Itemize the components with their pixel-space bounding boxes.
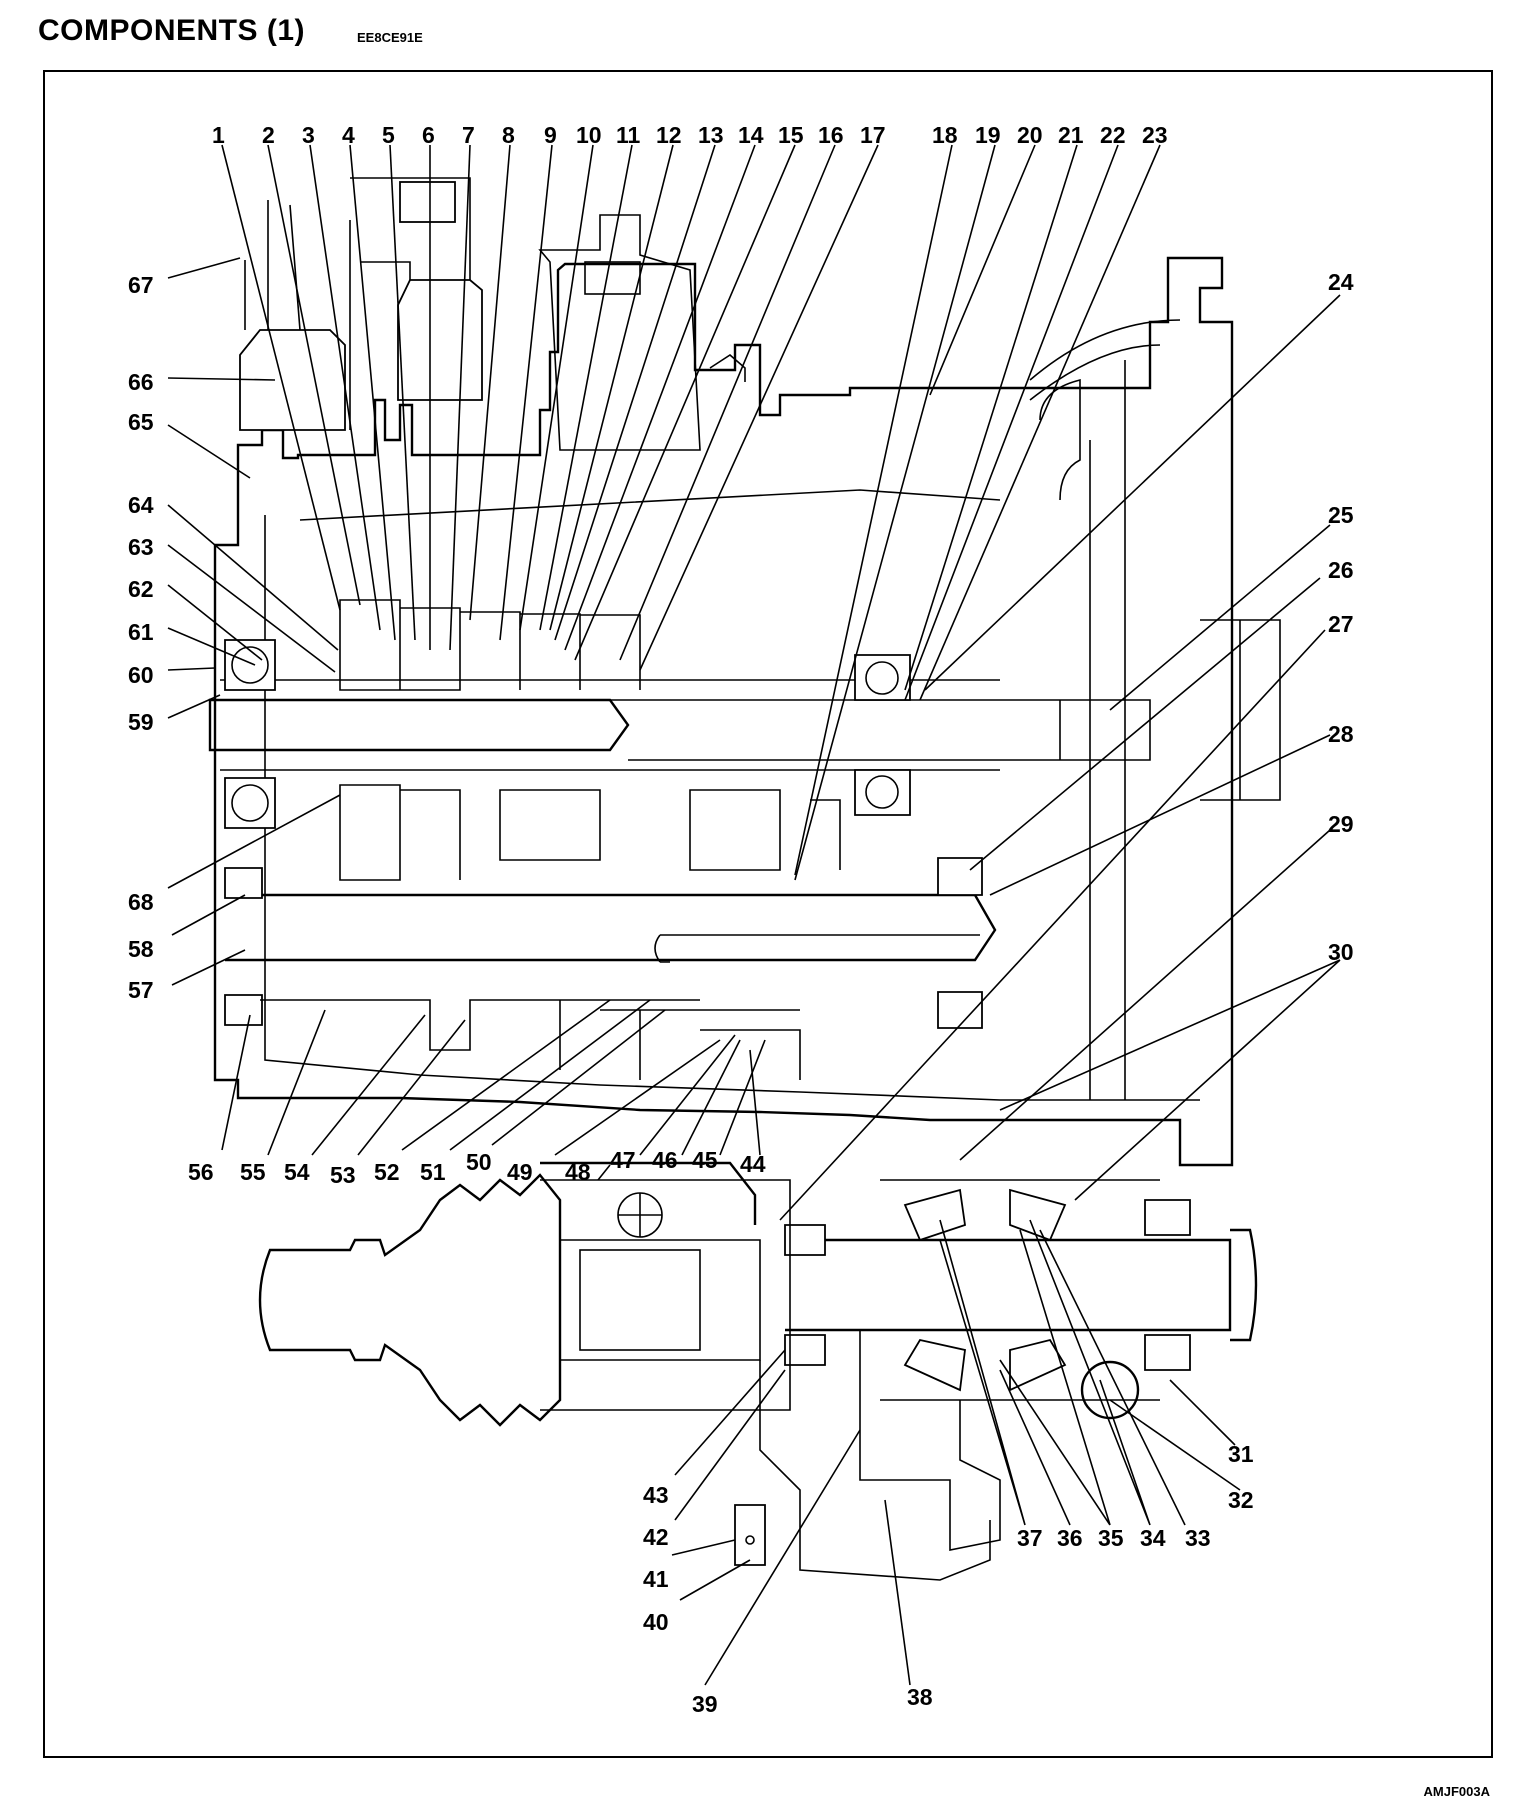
callout-6: 6	[422, 122, 435, 148]
callout-40: 40	[643, 1609, 669, 1635]
callout-57: 57	[128, 977, 154, 1003]
drive-shaft-cv-joint	[258, 1161, 791, 1427]
callout-61: 61	[128, 619, 154, 645]
callout-45: 45	[692, 1147, 718, 1173]
callout-43: 43	[643, 1482, 669, 1508]
callout-22: 22	[1100, 122, 1126, 148]
callout-51: 51	[420, 1159, 446, 1185]
callout-63: 63	[128, 534, 154, 560]
leader-lines	[167, 144, 1341, 1686]
callout-labels: 1 2 3 4 5 6 7 8 9 10 11 12 13 14 15 16 1…	[128, 122, 1354, 1717]
callout-42: 42	[643, 1524, 669, 1550]
callout-32: 32	[1228, 1487, 1254, 1513]
callout-29: 29	[1328, 811, 1354, 837]
callout-9: 9	[544, 122, 557, 148]
callout-50: 50	[466, 1149, 492, 1175]
callout-38: 38	[907, 1684, 933, 1710]
callout-56: 56	[188, 1159, 214, 1185]
callout-14: 14	[738, 122, 764, 148]
callout-36: 36	[1057, 1525, 1083, 1551]
callout-46: 46	[652, 1147, 678, 1173]
callout-21: 21	[1058, 122, 1084, 148]
callout-5: 5	[382, 122, 395, 148]
callout-27: 27	[1328, 611, 1354, 637]
gear-clusters-upper	[339, 599, 841, 881]
callout-25: 25	[1328, 502, 1354, 528]
callout-49: 49	[507, 1159, 533, 1185]
callout-24: 24	[1328, 269, 1354, 295]
callout-55: 55	[240, 1159, 266, 1185]
callout-65: 65	[128, 409, 154, 435]
callout-4: 4	[342, 122, 355, 148]
callout-1: 1	[212, 122, 225, 148]
callout-20: 20	[1017, 122, 1043, 148]
callout-11: 11	[616, 122, 641, 148]
callout-41: 41	[643, 1566, 669, 1592]
callout-23: 23	[1142, 122, 1168, 148]
callout-44: 44	[740, 1151, 766, 1177]
callout-64: 64	[128, 492, 154, 518]
callout-13: 13	[698, 122, 724, 148]
callout-16: 16	[818, 122, 844, 148]
callout-60: 60	[128, 662, 154, 688]
housing-outline	[213, 256, 1234, 1167]
callout-66: 66	[128, 369, 154, 395]
callout-37: 37	[1017, 1525, 1043, 1551]
callout-34: 34	[1140, 1525, 1166, 1551]
callout-47: 47	[610, 1147, 636, 1173]
callout-67: 67	[128, 272, 154, 298]
section-code: EE8CE91E	[357, 30, 423, 45]
callout-8: 8	[502, 122, 515, 148]
shifter-assembly	[239, 177, 746, 451]
input-shaft	[208, 619, 1281, 829]
callout-54: 54	[284, 1159, 310, 1185]
callout-12: 12	[656, 122, 682, 148]
differential	[759, 1179, 1258, 1581]
diagram-frame	[43, 70, 1493, 1758]
callout-2: 2	[262, 122, 275, 148]
callout-28: 28	[1328, 721, 1354, 747]
callout-58: 58	[128, 936, 154, 962]
callout-3: 3	[302, 122, 315, 148]
callout-10: 10	[576, 122, 602, 148]
callout-17: 17	[860, 122, 886, 148]
callout-33: 33	[1185, 1525, 1211, 1551]
page-title: COMPONENTS (1)	[38, 14, 306, 47]
callout-31: 31	[1228, 1441, 1254, 1467]
callout-48: 48	[565, 1159, 591, 1185]
countershaft	[224, 857, 997, 1080]
callout-39: 39	[692, 1691, 718, 1717]
callout-18: 18	[932, 122, 958, 148]
callout-35: 35	[1098, 1525, 1124, 1551]
callout-53: 53	[330, 1162, 356, 1188]
callout-30: 30	[1328, 939, 1354, 965]
figure-id: AMJF003A	[1423, 1784, 1490, 1799]
callout-19: 19	[975, 122, 1001, 148]
callout-52: 52	[374, 1159, 400, 1185]
callout-7: 7	[462, 122, 475, 148]
speedometer-gear	[734, 1504, 766, 1566]
callout-62: 62	[128, 576, 154, 602]
callout-15: 15	[778, 122, 804, 148]
callout-68: 68	[128, 889, 154, 915]
callout-59: 59	[128, 709, 154, 735]
callout-26: 26	[1328, 557, 1354, 583]
